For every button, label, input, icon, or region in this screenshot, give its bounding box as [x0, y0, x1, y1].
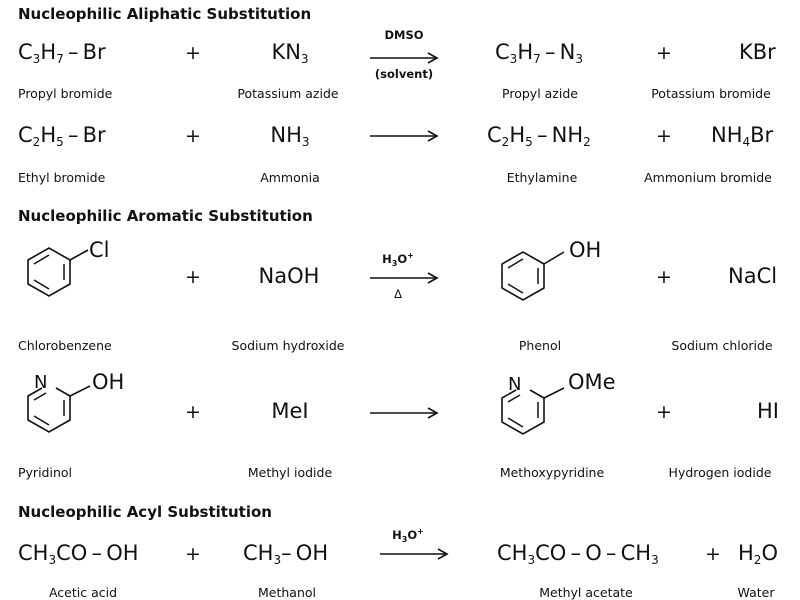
r1-reactant1-name: Propyl bromide	[18, 86, 113, 101]
r5-plus-2: +	[705, 543, 721, 565]
r2-product1-formula: C2H5 – NH2	[487, 123, 591, 149]
r3-product2-formula: NaCl	[728, 264, 778, 288]
r5-product2-name: Water	[737, 585, 775, 600]
methoxypyridine-substituent: OMe	[568, 370, 616, 394]
r5-arrow	[380, 548, 449, 560]
r5-product1-name: Methyl acetate	[539, 585, 633, 600]
r1-reactant2-formula: KN3	[271, 40, 309, 66]
r4-reactant2-name: Methyl iodide	[247, 465, 333, 480]
r4-plus-1: +	[185, 401, 201, 423]
r3-condition-top: H3O+	[382, 251, 414, 268]
r5-product1-formula: CH3CO – O – CH3	[497, 541, 659, 567]
heading-aromatic: Nucleophilic Aromatic Substitution	[18, 207, 313, 225]
r1-plus-2: +	[656, 42, 672, 64]
r2-product2-name: Ammonium bromide	[644, 170, 772, 185]
r4-plus-2: +	[656, 401, 672, 423]
pyridinol-ring-nitrogen: N	[34, 372, 48, 393]
r4-reactant2-formula: MeI	[271, 399, 309, 423]
chlorobenzene-structure	[27, 247, 89, 297]
r1-plus-1: +	[185, 42, 201, 64]
r5-reactant1-name: Acetic acid	[48, 585, 118, 600]
methoxypyridine-ring-nitrogen: N	[508, 374, 522, 395]
r3-condition-bottom: Δ	[394, 287, 402, 301]
r5-reactant2-formula: CH3– OH	[243, 541, 329, 567]
r1-arrow	[370, 52, 439, 64]
r5-reactant1-formula: CH3CO – OH	[18, 541, 139, 567]
r1-product1-formula: C3H7 – N3	[495, 40, 583, 66]
r1-reactant1-formula: C3H7 – Br	[18, 40, 106, 66]
r5-plus-1: +	[185, 543, 201, 565]
r3-product1-name: Phenol	[518, 338, 562, 353]
r4-arrow	[370, 407, 439, 419]
r2-reactant1-formula: C2H5 – Br	[18, 123, 106, 149]
r4-product2-name: Hydrogen iodide	[668, 465, 772, 480]
r3-reactant2-name: Sodium hydroxide	[231, 338, 345, 353]
r4-reactant1-name: Pyridinol	[18, 465, 72, 480]
r2-product2-formula: NH4Br	[711, 123, 774, 149]
r1-product2-formula: KBr	[739, 40, 776, 64]
r2-plus-2: +	[656, 125, 672, 147]
heading-aliphatic: Nucleophilic Aliphatic Substitution	[18, 5, 312, 23]
r2-reactant2-name: Ammonia	[260, 170, 320, 185]
r2-reactant1-name: Ethyl bromide	[18, 170, 106, 185]
r2-product1-name: Ethylamine	[506, 170, 578, 185]
r4-product2-formula: HI	[757, 399, 779, 423]
r1-product1-name: Propyl azide	[502, 86, 578, 101]
pyridinol-substituent: OH	[92, 370, 125, 394]
r1-condition-bottom: (solvent)	[374, 67, 434, 81]
r5-condition-top: H3O+	[392, 527, 424, 544]
r3-arrow	[370, 272, 439, 284]
r1-reactant2-name: Potassium azide	[237, 86, 339, 101]
r5-product2-formula: H2O	[738, 541, 778, 567]
r3-reactant2-formula: NaOH	[258, 264, 320, 288]
chlorobenzene-substituent: Cl	[89, 238, 110, 262]
r5-reactant2-name: Methanol	[257, 585, 317, 600]
methoxypyridine-structure	[501, 387, 565, 435]
r4-product1-name: Methoxypyridine	[499, 465, 605, 480]
r3-plus-1: +	[185, 266, 201, 288]
heading-acyl: Nucleophilic Acyl Substitution	[18, 503, 272, 521]
r3-product2-name: Sodium chloride	[671, 338, 773, 353]
r2-plus-1: +	[185, 125, 201, 147]
phenol-structure	[501, 251, 565, 301]
r1-product2-name: Potassium bromide	[651, 86, 771, 101]
r2-reactant2-formula: NH3	[270, 123, 310, 149]
r3-plus-2: +	[656, 266, 672, 288]
r1-condition-top: DMSO	[384, 28, 424, 42]
r2-arrow	[370, 130, 439, 142]
pyridinol-structure	[27, 385, 91, 433]
phenol-substituent: OH	[569, 238, 602, 262]
r3-reactant1-name: Chlorobenzene	[18, 338, 112, 353]
